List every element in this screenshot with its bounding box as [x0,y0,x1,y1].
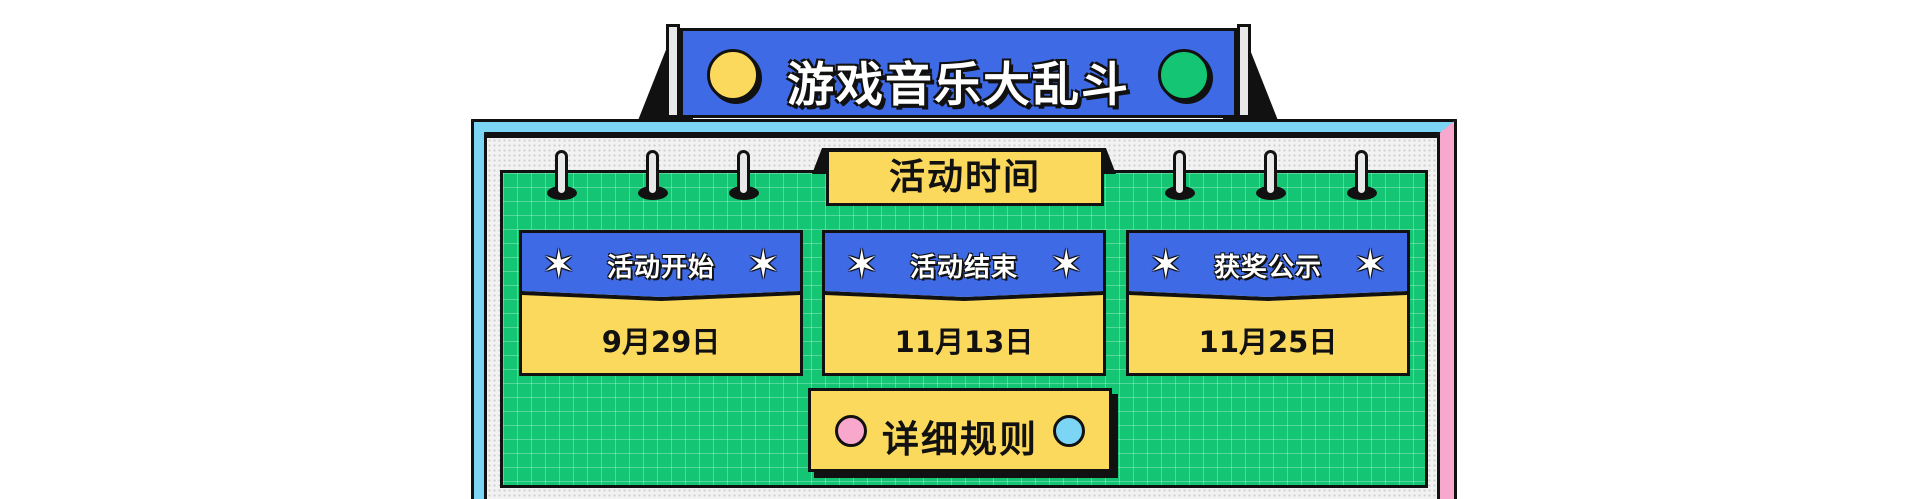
binder-ring-icon [1347,150,1377,200]
binder-ring-icon [1165,150,1195,200]
star-icon: ✶ [1049,242,1083,288]
pink-dot-icon [835,415,867,447]
frame-top-edge [471,119,1457,135]
binder-ring-icon [1256,150,1286,200]
banner-left-post [666,24,680,118]
card-label: 获奖公示 [1213,253,1322,283]
star-icon: ✶ [746,242,780,288]
banner-right-post [1237,24,1251,118]
card-label: 活动开始 [606,253,715,283]
card-date: 11月25日 [1198,325,1338,359]
schedule-card-announce: ✶ ✶ 获奖公示 11月25日 [1126,230,1410,376]
card-header [522,233,800,297]
rules-button[interactable]: 详细规则 [808,388,1112,472]
card-header [1129,233,1407,297]
banner-board: 游戏音乐大乱斗 [680,28,1237,118]
star-icon: ✶ [1353,242,1387,288]
rules-button-label: 详细规则 [882,418,1038,461]
schedule-card-start: ✶ ✶ 活动开始 9月29日 [519,230,803,376]
schedule-card-end: ✶ ✶ 活动结束 11月13日 [822,230,1106,376]
binder-ring-icon [638,150,668,200]
blue-dot-icon [1053,415,1085,447]
frame-left-edge [471,119,487,499]
card-header [825,233,1103,297]
page-title: 游戏音乐大乱斗 [787,58,1130,113]
yellow-dot-icon [707,49,759,101]
card-date: 11月13日 [894,325,1034,359]
card-label: 活动结束 [909,253,1018,283]
star-icon: ✶ [1149,242,1183,288]
green-dot-icon [1158,49,1210,101]
star-icon: ✶ [542,242,576,288]
schedule-header: 活动时间 [826,149,1104,206]
card-date: 9月29日 [601,325,721,359]
binder-ring-icon [729,150,759,200]
binder-ring-icon [547,150,577,200]
star-icon: ✶ [845,242,879,288]
title-banner: 游戏音乐大乱斗 [635,24,1281,128]
frame-right-edge [1437,119,1457,499]
